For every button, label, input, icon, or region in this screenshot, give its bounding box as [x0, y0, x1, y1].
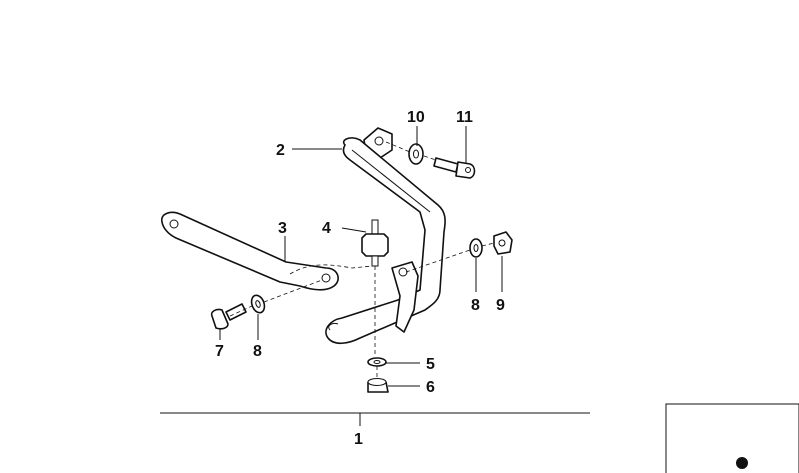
part-8-washer-left[interactable]: [249, 293, 266, 314]
callout-9: 9: [496, 297, 505, 314]
callout-labels: 1 2 3 4 5 6 7 8 8 9 10 11: [215, 109, 505, 448]
callout-4: 4: [322, 220, 331, 237]
leader-lines: [160, 126, 590, 426]
callout-5: 5: [426, 356, 435, 373]
part-2-guard-bracket[interactable]: [325, 127, 446, 345]
vehicle-thumbnail[interactable]: [665, 403, 799, 473]
part-5-washer[interactable]: [367, 357, 387, 367]
part-10-washer[interactable]: [408, 143, 424, 165]
part-6-nut[interactable]: [367, 378, 389, 393]
assembly-lines: [229, 141, 495, 380]
part-4-rubber-mount[interactable]: [361, 219, 389, 267]
part-3-support-strut[interactable]: [160, 211, 339, 291]
callout-2: 2: [276, 142, 285, 159]
part-9-nut[interactable]: [493, 231, 513, 255]
callout-1: 1: [354, 431, 363, 448]
callout-8-right: 8: [471, 297, 480, 314]
callout-6: 6: [426, 379, 435, 396]
callout-3: 3: [278, 220, 287, 237]
black-dot-icon: [736, 457, 748, 469]
callout-11: 11: [456, 109, 473, 126]
part-11-bolt[interactable]: [433, 157, 476, 179]
callout-8-left: 8: [253, 343, 262, 360]
callout-10: 10: [407, 109, 425, 126]
part-8-washer-right[interactable]: [469, 238, 483, 258]
callout-7: 7: [215, 343, 224, 360]
part-7-bolt[interactable]: [210, 303, 247, 330]
